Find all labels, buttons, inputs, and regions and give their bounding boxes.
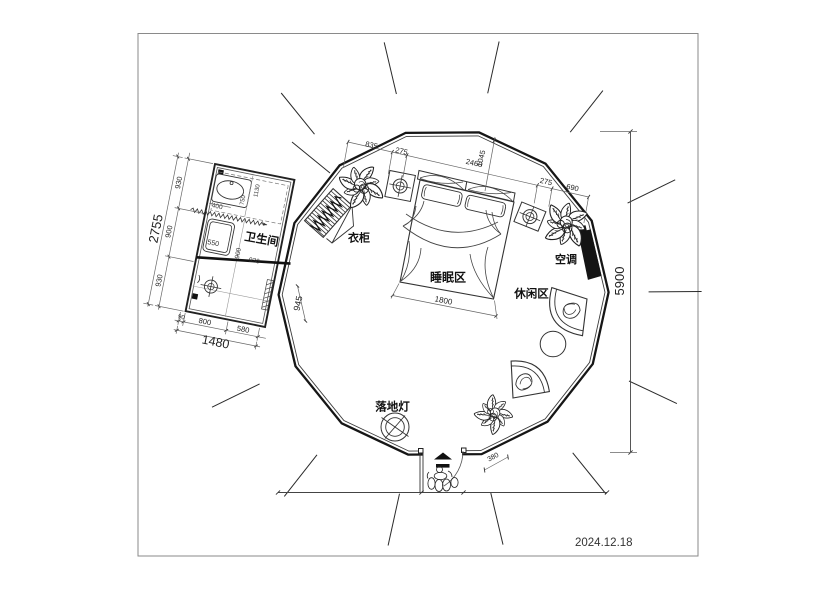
svg-text:5900: 5900 [612,267,627,296]
svg-text:休闲区: 休闲区 [513,287,549,301]
svg-text:睡眠区: 睡眠区 [430,270,466,285]
svg-text:衣柜: 衣柜 [348,231,370,245]
svg-text:空调: 空调 [555,252,577,266]
svg-text:落地灯: 落地灯 [375,400,410,414]
svg-text:2024.12.18: 2024.12.18 [575,537,633,549]
